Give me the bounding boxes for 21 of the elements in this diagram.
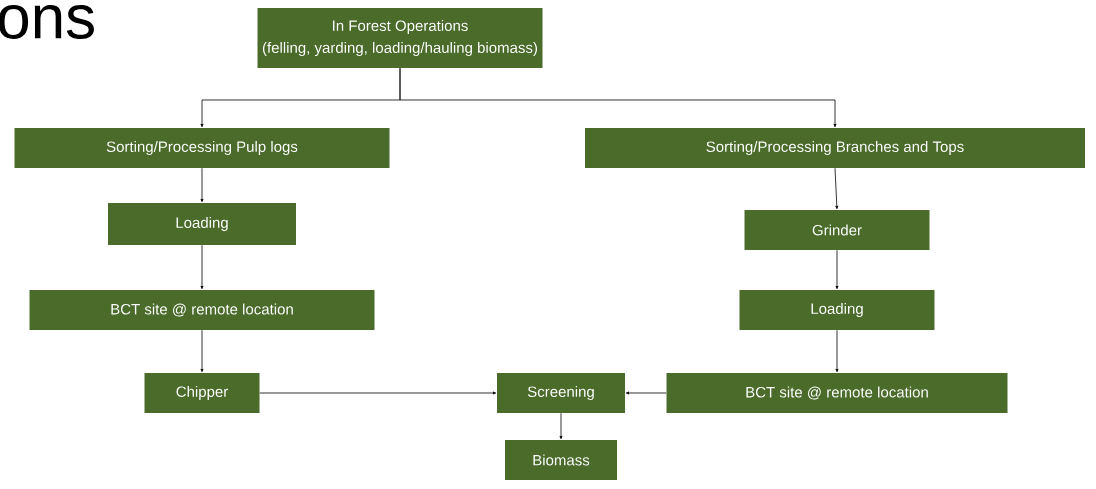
arrow [200,329,204,373]
process-box: Sorting/Processing Branches and Tops [585,128,1085,168]
process-box: In Forest Operations (felling, yarding, loading/hauling biomass) [257,8,543,68]
arrow [835,249,839,290]
process-box: BCT site @ remote location [666,373,1008,413]
process-box: Biomass [505,440,617,480]
arrow [259,391,497,395]
arrow [200,244,204,290]
process-box: Screening [497,373,625,413]
process-box: Chipper [144,373,260,413]
arrow [834,167,839,210]
process-box: Loading [739,290,935,330]
process-box: Sorting/Processing Pulp logs [14,128,390,168]
arrow [559,412,563,440]
arrow [625,391,667,395]
process-box: BCT site @ remote location [29,290,375,330]
arrow [399,67,837,128]
process-box: Grinder [744,210,930,250]
arrow [200,167,204,203]
process-box: Loading [108,203,296,245]
arrow [835,329,839,373]
